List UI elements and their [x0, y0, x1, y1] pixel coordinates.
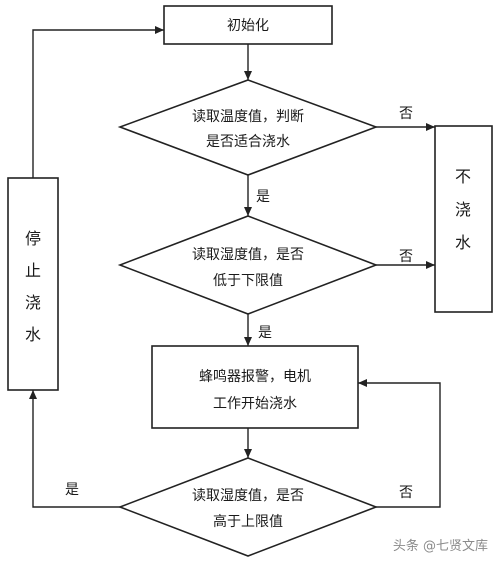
d3-yes-label: 是	[65, 482, 79, 498]
edge-d3-yes-to-stop	[29, 390, 120, 508]
d2-no-label: 否	[399, 249, 413, 265]
d1-yes-label: 是	[256, 189, 270, 205]
d1-label-1: 读取温度值，判断	[192, 108, 304, 125]
stop-water-char-1: 停	[25, 229, 41, 248]
connectors	[29, 26, 441, 508]
edge-stop-to-init	[32, 26, 164, 178]
d1-diamond	[117, 79, 379, 176]
stop-water-char-3: 浇	[25, 293, 41, 312]
d1-no-label: 否	[399, 106, 413, 122]
d3-diamond	[117, 457, 379, 557]
no-water-char-3: 水	[455, 233, 471, 252]
d3-label-2: 高于上限值	[213, 513, 283, 530]
stop-water-char-4: 水	[25, 325, 41, 344]
init-label: 初始化	[227, 17, 269, 34]
no-water-box	[434, 125, 493, 313]
d2-label-1: 读取湿度值，是否	[192, 246, 304, 263]
no-water-char-1: 不	[455, 167, 471, 186]
node-init: 初始化	[163, 5, 333, 45]
node-d3: 读取湿度值，是否 高于上限值	[117, 457, 379, 557]
node-alarm: 蜂鸣器报警，电机 工作开始浇水	[151, 345, 359, 429]
d2-label-2: 低于下限值	[213, 273, 283, 289]
alarm-label-2: 工作开始浇水	[213, 396, 297, 412]
d2-diamond	[117, 215, 379, 315]
stop-water-box	[7, 177, 59, 391]
no-water-char-2: 浇	[455, 200, 471, 219]
d3-label-1: 读取湿度值，是否	[192, 487, 304, 504]
node-d1: 读取温度值，判断 是否适合浇水	[117, 79, 379, 176]
d1-label-2: 是否适合浇水	[206, 134, 290, 150]
edge-labels: 否 是 否 是 是 否	[65, 106, 413, 501]
edge-d3-no-loop	[358, 379, 441, 508]
d2-yes-label: 是	[258, 325, 272, 341]
node-d2: 读取湿度值，是否 低于下限值	[117, 215, 379, 315]
stop-water-char-2: 止	[25, 261, 41, 280]
alarm-box	[151, 345, 359, 429]
watermark: 头条 @七贤文库	[393, 538, 488, 554]
init-box	[163, 5, 333, 45]
node-stop-water: 停 止 浇 水	[7, 177, 59, 391]
alarm-label-1: 蜂鸣器报警，电机	[199, 368, 311, 385]
d3-no-label: 否	[399, 485, 413, 501]
node-no-water: 不 浇 水	[434, 125, 493, 313]
